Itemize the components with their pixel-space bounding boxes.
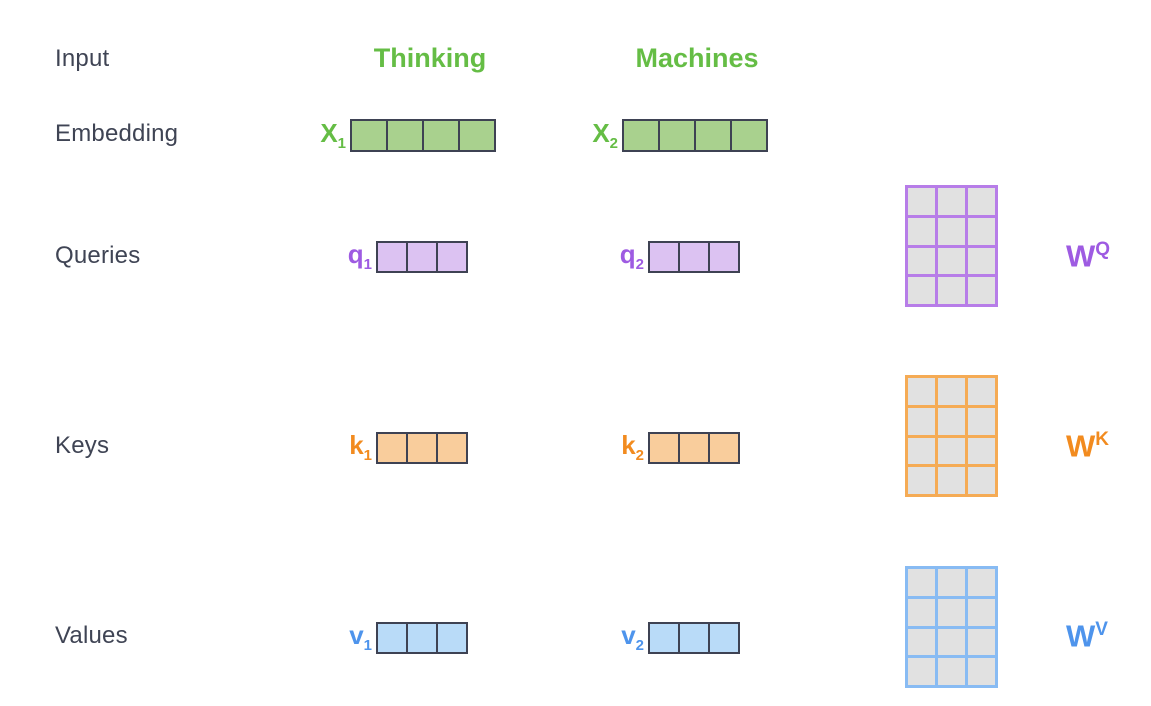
- vector-cell: [378, 243, 406, 271]
- vector-cell: [422, 121, 458, 150]
- vector-cell: [624, 121, 658, 150]
- matrix-cell: [938, 217, 965, 245]
- matrix-cell: [968, 658, 995, 685]
- weight-matrix-label-wk: WK: [1066, 428, 1109, 464]
- vector-cell: [650, 624, 678, 652]
- matrix-cell: [938, 467, 965, 494]
- vector-box-q1: [376, 241, 468, 273]
- matrix-cell: [908, 628, 935, 656]
- vector-cell: [678, 624, 708, 652]
- key-vector-k1: k1: [302, 432, 468, 464]
- vector-cell: [378, 434, 406, 462]
- vector-cell: [386, 121, 422, 150]
- vector-box-k2: [648, 432, 740, 464]
- matrix-cell: [908, 188, 935, 215]
- query-vector-q2: q2: [574, 241, 740, 273]
- row-label-values: Values: [55, 622, 128, 649]
- word-header-thinking: Thinking: [373, 43, 487, 73]
- matrix-cell: [938, 407, 965, 435]
- vector-box-v1: [376, 622, 468, 654]
- matrix-cell: [938, 658, 965, 685]
- vector-cell: [352, 121, 386, 150]
- vector-box-x2: [622, 119, 768, 152]
- vector-box-x1: [350, 119, 496, 152]
- vector-label-k1: k1: [349, 430, 372, 465]
- vector-cell: [678, 243, 708, 271]
- matrix-cell: [908, 437, 935, 465]
- weight-matrix-wv: [905, 566, 998, 688]
- vector-cell: [708, 624, 738, 652]
- matrix-cell: [938, 569, 965, 596]
- vector-cell: [708, 434, 738, 462]
- matrix-cell: [908, 658, 935, 685]
- matrix-cell: [938, 598, 965, 626]
- matrix-cell: [938, 628, 965, 656]
- word-header-machines: Machines: [635, 43, 759, 73]
- matrix-cell: [908, 598, 935, 626]
- matrix-cell: [938, 188, 965, 215]
- vector-cell: [730, 121, 766, 150]
- row-label-input: Input: [55, 45, 110, 72]
- vector-cell: [406, 243, 436, 271]
- vector-cell: [650, 434, 678, 462]
- vector-cell: [436, 434, 466, 462]
- vector-cell: [436, 624, 466, 652]
- embedding-vector-x2: X2: [548, 119, 768, 152]
- matrix-cell: [908, 407, 935, 435]
- matrix-cell: [938, 437, 965, 465]
- matrix-cell: [908, 378, 935, 405]
- value-vector-v2: v2: [574, 622, 740, 654]
- matrix-cell: [968, 378, 995, 405]
- matrix-cell: [908, 247, 935, 275]
- matrix-cell: [908, 569, 935, 596]
- vector-cell: [436, 243, 466, 271]
- row-label-queries: Queries: [55, 242, 141, 269]
- matrix-cell: [938, 378, 965, 405]
- row-label-embedding: Embedding: [55, 120, 179, 147]
- vector-cell: [708, 243, 738, 271]
- matrix-cell: [938, 277, 965, 304]
- vector-label-x1: X1: [320, 117, 346, 153]
- matrix-cell: [908, 277, 935, 304]
- matrix-cell: [908, 467, 935, 494]
- row-label-keys: Keys: [55, 432, 110, 459]
- matrix-cell: [968, 188, 995, 215]
- embedding-vector-x1: X1: [276, 119, 496, 152]
- vector-label-q2: q2: [619, 239, 644, 274]
- weight-matrix-wq: [905, 185, 998, 307]
- matrix-cell: [968, 467, 995, 494]
- vector-box-q2: [648, 241, 740, 273]
- matrix-cell: [968, 437, 995, 465]
- matrix-cell: [968, 569, 995, 596]
- vector-cell: [406, 624, 436, 652]
- matrix-cell: [968, 598, 995, 626]
- vector-cell: [678, 434, 708, 462]
- vector-box-v2: [648, 622, 740, 654]
- vector-label-q1: q1: [347, 239, 372, 274]
- matrix-cell: [968, 247, 995, 275]
- matrix-cell: [968, 217, 995, 245]
- weight-matrix-label-wq: WQ: [1066, 238, 1111, 274]
- vector-cell: [650, 243, 678, 271]
- vector-cell: [694, 121, 730, 150]
- vector-cell: [458, 121, 494, 150]
- vector-cell: [378, 624, 406, 652]
- vector-cell: [406, 434, 436, 462]
- matrix-cell: [968, 628, 995, 656]
- vector-label-v2: v2: [621, 620, 644, 655]
- matrix-cell: [938, 247, 965, 275]
- vector-label-x2: X2: [592, 117, 618, 153]
- matrix-cell: [968, 277, 995, 304]
- value-vector-v1: v1: [302, 622, 468, 654]
- vector-box-k1: [376, 432, 468, 464]
- key-vector-k2: k2: [574, 432, 740, 464]
- vector-cell: [658, 121, 694, 150]
- weight-matrix-label-wv: WV: [1066, 618, 1108, 654]
- vector-label-v1: v1: [349, 620, 372, 655]
- matrix-cell: [908, 217, 935, 245]
- matrix-cell: [968, 407, 995, 435]
- query-vector-q1: q1: [302, 241, 468, 273]
- vector-label-k2: k2: [621, 430, 644, 465]
- weight-matrix-wk: [905, 375, 998, 497]
